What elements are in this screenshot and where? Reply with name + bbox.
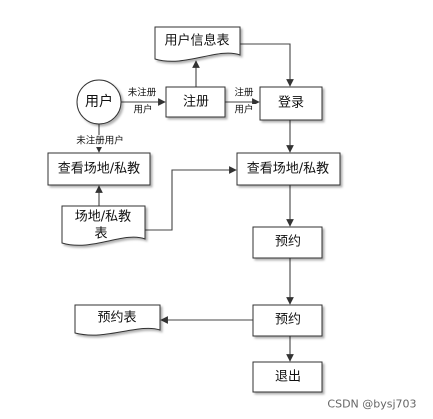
edge-label-unregistered-down: 未注册用户 [73,135,127,147]
edge-label-unregistered-right: 未注册 用户 [126,87,159,116]
edge-label-text: 用户 [133,104,152,116]
node-label: 预约 [275,313,301,328]
process-box [252,361,323,393]
node-label: 注册 [183,95,209,110]
node-label: 查看场地/私教 [58,161,140,177]
document-shape [74,304,161,336]
node-venue-table: 场地/私教 表 [61,205,146,246]
circle-shape [76,79,122,125]
node-label: 退出 [275,370,301,385]
edge-label-text: 用户 [234,104,253,116]
document-shape [61,205,146,246]
node-label: 用户信息表 [164,33,229,49]
node-book-1: 预约 [252,226,323,259]
node-label: 预约表 [97,311,136,326]
edge-user-info-table-to-login [240,43,294,87]
process-box [165,86,226,118]
edge-label-bg [126,87,159,98]
node-browse-right: 查看场地/私教 [236,152,341,186]
node-user: 用户 [76,79,122,125]
node-label: 预约 [275,235,301,250]
node-label: 场地/私教 [75,209,131,225]
node-user-info-table: 用户信息表 [154,26,241,62]
node-book-2: 预约 [252,304,323,337]
edge-label-text: 未注册 [128,87,157,99]
process-box [259,86,323,121]
process-box [236,152,341,186]
process-box [252,226,323,259]
node-label: 登录 [278,96,304,111]
edge-label-bg [73,135,127,147]
node-login: 登录 [259,86,323,121]
node-booking-table: 预约表 [74,304,161,336]
node-exit: 退出 [252,361,323,393]
node-browse-left: 查看场地/私教 [47,152,151,186]
node-register: 注册 [165,86,226,118]
process-box [252,304,323,337]
edge-label-bg [131,104,155,115]
watermark-text: CSDN @bysj703 [327,398,416,411]
edge-label-text: 未注册用户 [76,135,124,147]
edge-venue-table-to-browse-right [145,166,237,231]
node-label: 用户 [85,93,113,110]
node-label: 查看场地/私教 [247,161,329,177]
node-label: 表 [94,227,107,242]
document-shape [154,26,241,62]
edge-label-registered: 注册 用户 [232,87,256,116]
edge-label-text: 注册 [234,87,254,99]
process-box [47,152,151,186]
edge-label-bg [232,87,256,98]
edge-label-bg [232,104,256,115]
